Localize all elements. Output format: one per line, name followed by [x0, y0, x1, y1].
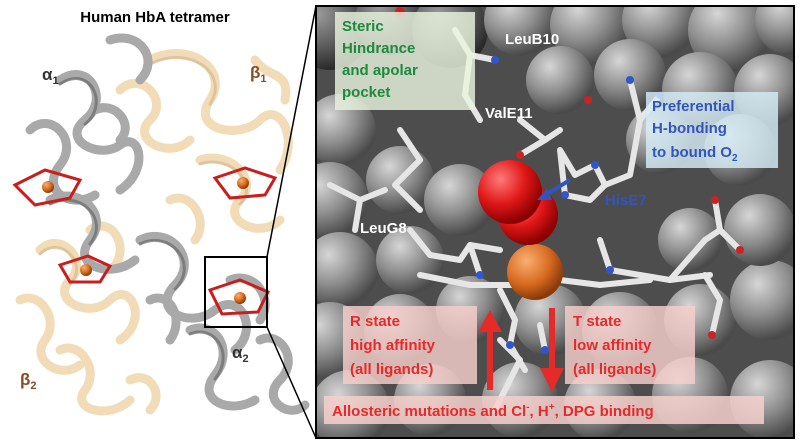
- label-vale11: ValE11: [485, 105, 533, 122]
- iron-atom: [507, 244, 563, 300]
- label-alpha1: α1: [42, 65, 59, 87]
- allosteric-text: Allosteric mutations and Cl-, H+, DPG bi…: [332, 402, 654, 420]
- label-leug8: LeuG8: [360, 220, 407, 237]
- label-hise7: HisE7: [605, 192, 647, 209]
- label-beta2: β2: [20, 370, 37, 392]
- label-alpha2: α2: [232, 343, 249, 365]
- oxygen-atom-1: [478, 160, 542, 224]
- figure-title: Human HbA tetramer: [80, 9, 230, 26]
- zoom-connector-top: [267, 6, 316, 257]
- hbond-text: Preferential H-bonding to bound O2: [652, 98, 739, 164]
- label-leub10: LeuB10: [505, 31, 559, 48]
- tetramer-ribbon: [15, 38, 305, 411]
